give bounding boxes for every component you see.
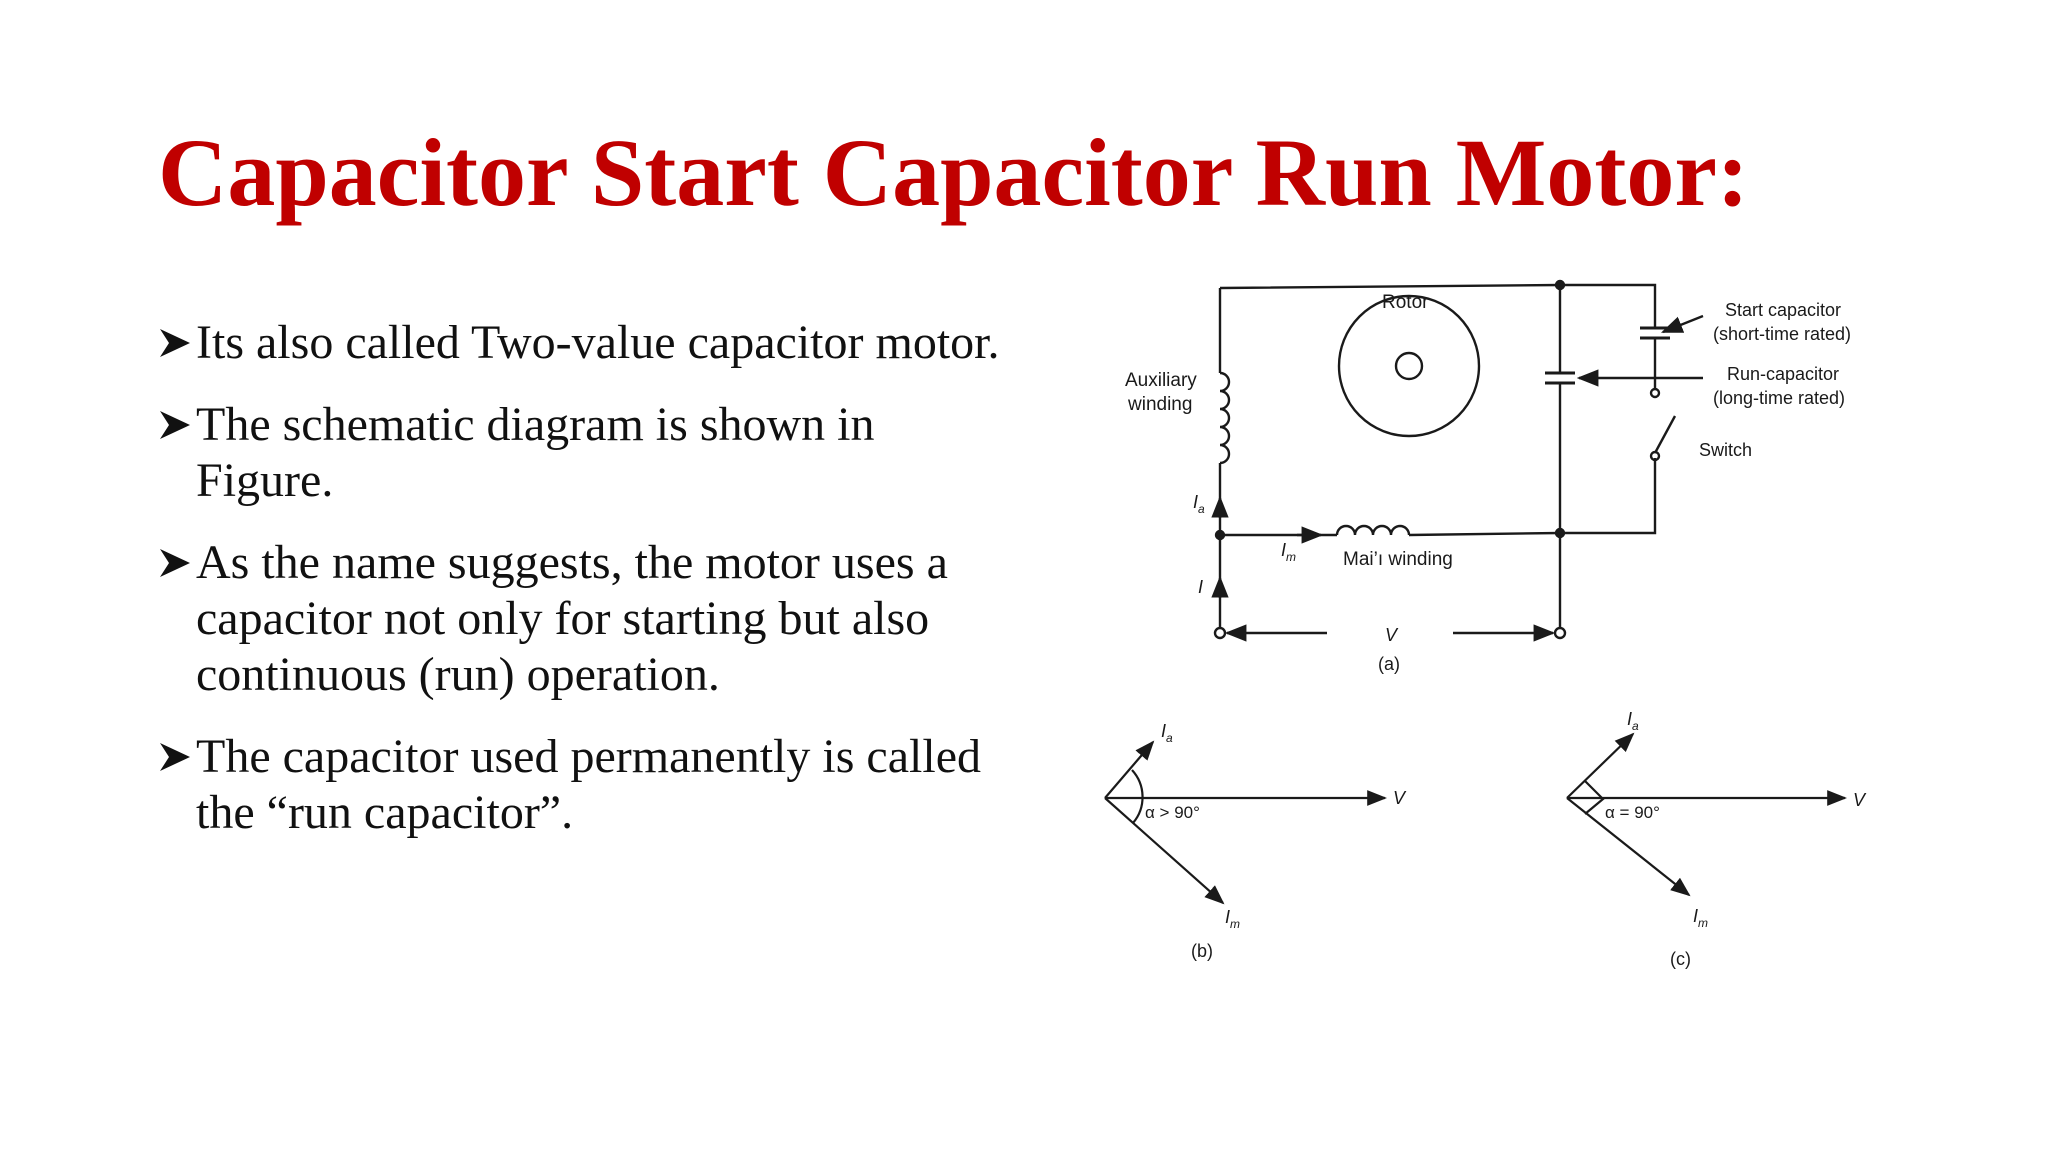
arrowhead-bullet-icon [160,329,190,357]
bullet-item: The capacitor used permanently is called… [158,729,1018,841]
start-cap-label: (short-time rated) [1713,324,1851,344]
run-cap-label: Run-capacitor [1727,364,1839,384]
phasor-c-right-angle [1584,780,1605,815]
junction-dot [1214,529,1226,541]
bullet-item: Its also called Two-value capacitor moto… [158,315,1018,371]
phasor-c-im-label: Im [1693,906,1708,930]
circuit-diagram [1211,279,1704,642]
bullet-item: The schematic diagram is shown in Figure… [158,397,1018,509]
phasor-c-ia-label: Ia [1627,709,1639,733]
main-winding-coil [1335,524,1411,536]
phasor-diagram-c [1566,732,1847,897]
phasor-c-angle: α = 90° [1605,803,1660,822]
junction-dot [1554,527,1566,539]
phasor-b-im [1104,797,1225,905]
main-wire-right [1408,458,1657,537]
phasor-c-v-label: V [1853,790,1867,810]
arrowhead-bullet-icon [160,411,190,439]
phasor-c-ia [1566,732,1635,799]
switch-label: Switch [1699,440,1752,460]
bullet-list: Its also called Two-value capacitor moto… [158,315,1018,867]
start-cap-leader [1660,314,1704,334]
phasor-b-v-label: V [1393,788,1407,808]
switch-contact-bottom [1649,450,1661,462]
junction-dot [1554,279,1566,291]
top-wire [1219,283,1657,328]
auxiliary-winding-coil [1219,371,1231,465]
aux-winding-label: Auxiliary [1125,370,1197,391]
main-winding-label: Mai’ı winding [1343,549,1453,570]
rotor-outer [1337,294,1481,438]
rotor-shaft [1394,351,1424,381]
im-label: Im [1281,540,1296,564]
phasor-c-im [1566,797,1691,897]
aux-winding-label: winding [1127,394,1192,415]
bullet-text: The schematic diagram is shown in Figure… [196,398,875,507]
phasor-b-angle: α > 90° [1145,803,1200,822]
rotor-label: Rotor [1382,292,1429,313]
bullet-text: As the name suggests, the motor uses a c… [196,536,948,701]
motor-figure: Rotor Auxiliary winding Mai’ı winding St… [1104,279,1867,969]
i-label: I [1198,577,1203,597]
phasor-b-ia-label: Ia [1161,721,1173,745]
caption-a: (a) [1378,654,1400,674]
arrowhead-bullet-icon [160,743,190,771]
phasor-b-labels: Ia Im V [1161,721,1407,931]
caption-b: (b) [1191,941,1213,961]
start-cap-label: Start capacitor [1725,300,1841,320]
switch-blade [1653,415,1677,454]
phasor-diagram-b [1104,740,1387,905]
terminal-left [1213,626,1227,640]
voltage-label: V [1385,625,1399,645]
circuit-labels: Rotor Auxiliary winding Mai’ı winding St… [1125,292,1851,674]
terminal-right [1553,626,1567,640]
switch-contact-top [1649,387,1661,399]
bullet-text: The capacitor used permanently is called… [196,730,981,839]
slide-title: Capacitor Start Capacitor Run Motor: [158,119,1749,226]
caption-c: (c) [1670,949,1691,969]
bullet-item: As the name suggests, the motor uses a c… [158,535,1018,703]
phasor-b-ia [1104,740,1155,799]
phasor-b-angle-arc [1131,769,1144,824]
phasor-c-labels: Ia Im V [1627,709,1867,930]
bullet-text: Its also called Two-value capacitor moto… [196,316,1000,369]
run-cap-label: (long-time rated) [1713,388,1845,408]
ia-label: Ia [1193,492,1205,516]
arrowhead-bullet-icon [160,549,190,577]
phasor-b-im-label: Im [1225,907,1240,931]
